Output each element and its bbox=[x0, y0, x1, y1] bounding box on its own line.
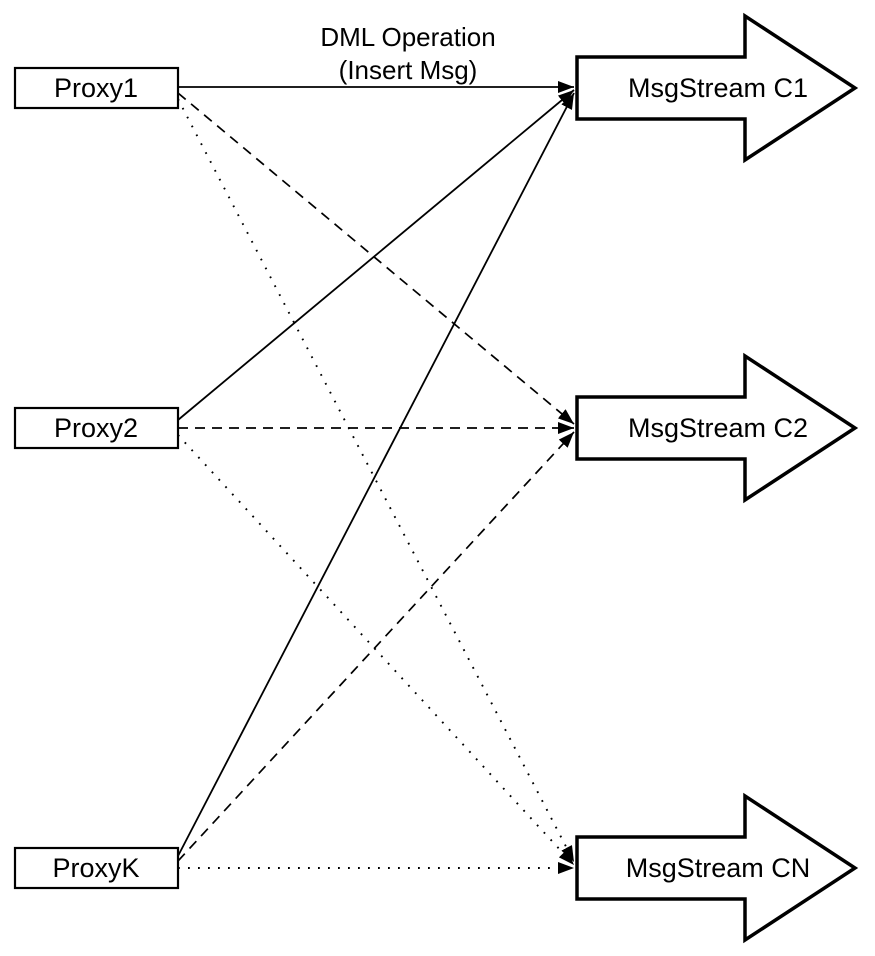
msgstream-cn-arrow-shape bbox=[575, 792, 859, 944]
proxy2-box bbox=[13, 406, 180, 450]
annotation-line-1: DML Operation bbox=[320, 22, 495, 52]
edge-proxy1-to-msgstream-c2 bbox=[177, 92, 575, 425]
stream-node-c2: MsgStream C2 bbox=[575, 352, 859, 504]
proxyK-box bbox=[13, 846, 180, 890]
edge-annotation: DML Operation (Insert Msg) bbox=[320, 22, 495, 85]
msgstream-c1-arrow-shape bbox=[575, 12, 859, 164]
proxy-node-proxy2: Proxy2 bbox=[13, 406, 180, 450]
proxy1-label: Proxy1 bbox=[54, 73, 138, 103]
proxy-node-proxyK: ProxyK bbox=[13, 846, 180, 890]
proxy2-label: Proxy2 bbox=[54, 413, 138, 443]
edge-proxy2-to-msgstream-c1 bbox=[177, 89, 575, 421]
stream-node-cn: MsgStream CN bbox=[575, 792, 859, 944]
msgstream-c2-arrow-shape bbox=[575, 352, 859, 504]
msgstream-c1-label: MsgStream C1 bbox=[628, 73, 808, 103]
edge-proxyK-to-msgstream-c1 bbox=[177, 92, 575, 857]
edge-proxyK-to-msgstream-c2 bbox=[177, 431, 575, 862]
edges bbox=[177, 81, 575, 874]
stream-node-c1: MsgStream C1 bbox=[575, 12, 859, 164]
proxy-node-proxy1: Proxy1 bbox=[13, 66, 180, 110]
msgstream-c2-label: MsgStream C2 bbox=[628, 413, 808, 443]
proxyK-label: ProxyK bbox=[52, 853, 139, 883]
annotation-line-2: (Insert Msg) bbox=[339, 55, 478, 85]
edge-proxy1-to-msgstream-cn bbox=[177, 98, 575, 863]
msgstream-cn-label: MsgStream CN bbox=[626, 853, 811, 883]
edge-proxy2-to-msgstream-cn bbox=[177, 434, 575, 866]
proxy1-box bbox=[13, 66, 180, 110]
